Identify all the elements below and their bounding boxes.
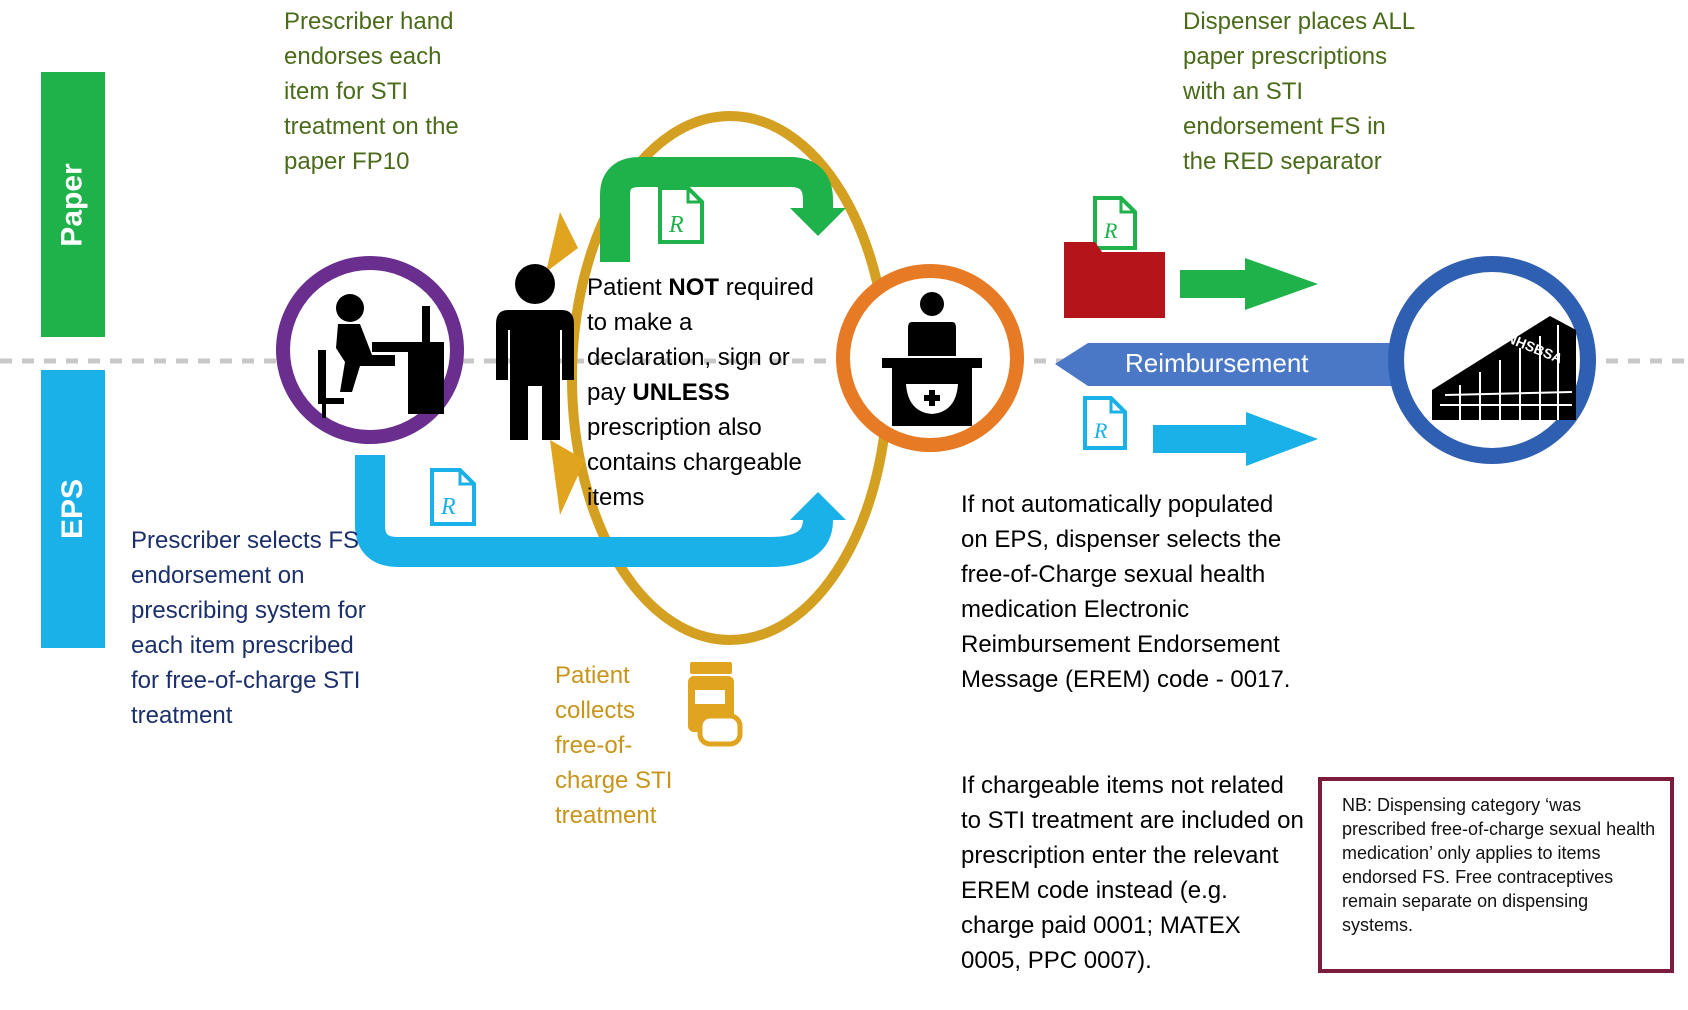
patient-declaration-text: Patient NOT required to make a declarati… xyxy=(587,270,822,515)
red-separator-folder-icon xyxy=(1064,242,1165,318)
prescriber-at-desk-icon xyxy=(318,294,444,418)
chargeable-items-text: If chargeable items not related to STI t… xyxy=(961,772,1304,974)
prescriber-paper-text: Prescriber hand endorses each item for S… xyxy=(284,8,459,175)
dispenser-eps-text: If not automatically populated on EPS, d… xyxy=(961,491,1291,693)
rx-document-blue-right-icon xyxy=(1083,396,1127,450)
patient-decl-part2: required to make a declaration, sign or … xyxy=(587,274,814,406)
prescriber-eps-text: Prescriber selects FS endorsement on pre… xyxy=(131,527,366,729)
rx-document-blue-icon xyxy=(430,468,476,526)
gold-arrowhead-bottom xyxy=(550,440,585,515)
rx-glyph-green: R xyxy=(669,212,684,238)
patient-figure-icon xyxy=(496,264,574,440)
patient-decl-not: NOT xyxy=(668,274,720,301)
rx-glyph-blue-right: R xyxy=(1094,418,1108,443)
patient-decl-part3: prescription also contains chargeable it… xyxy=(587,414,802,511)
nhsbsa-building-icon xyxy=(1432,316,1576,420)
paper-tab: Paper xyxy=(41,72,105,337)
green-flow-arrowhead xyxy=(790,208,846,236)
rx-glyph-blue: R xyxy=(441,494,456,520)
gold-arrowhead-top xyxy=(546,212,578,272)
pharmacist-counter-icon xyxy=(882,292,982,426)
dispenser-paper-text: Dispenser places ALL paper prescriptions… xyxy=(1183,8,1415,175)
medicine-bottle-icon xyxy=(688,662,743,747)
rx-document-green-icon xyxy=(658,186,704,244)
blue-flow-arrow xyxy=(355,455,833,567)
reimbursement-arrow xyxy=(1055,343,1410,386)
patient-decl-unless: UNLESS xyxy=(632,379,730,406)
rx-glyph-folder: R xyxy=(1104,218,1118,243)
green-flow-arrow xyxy=(600,157,833,262)
blue-flow-arrowhead xyxy=(790,492,846,520)
eps-tab: EPS xyxy=(41,370,105,648)
patient-collects-text: Patient collects free-of-charge STI trea… xyxy=(555,662,673,829)
reimbursement-label: Reimbursement xyxy=(1125,348,1309,378)
patient-decl-part1: Patient xyxy=(587,274,669,301)
nb-note-box: NB: Dispensing category ‘was prescribed … xyxy=(1318,777,1674,973)
rx-document-green-folder-icon xyxy=(1093,196,1137,250)
green-submit-arrow xyxy=(1180,258,1318,310)
blue-submit-arrow xyxy=(1153,412,1318,466)
